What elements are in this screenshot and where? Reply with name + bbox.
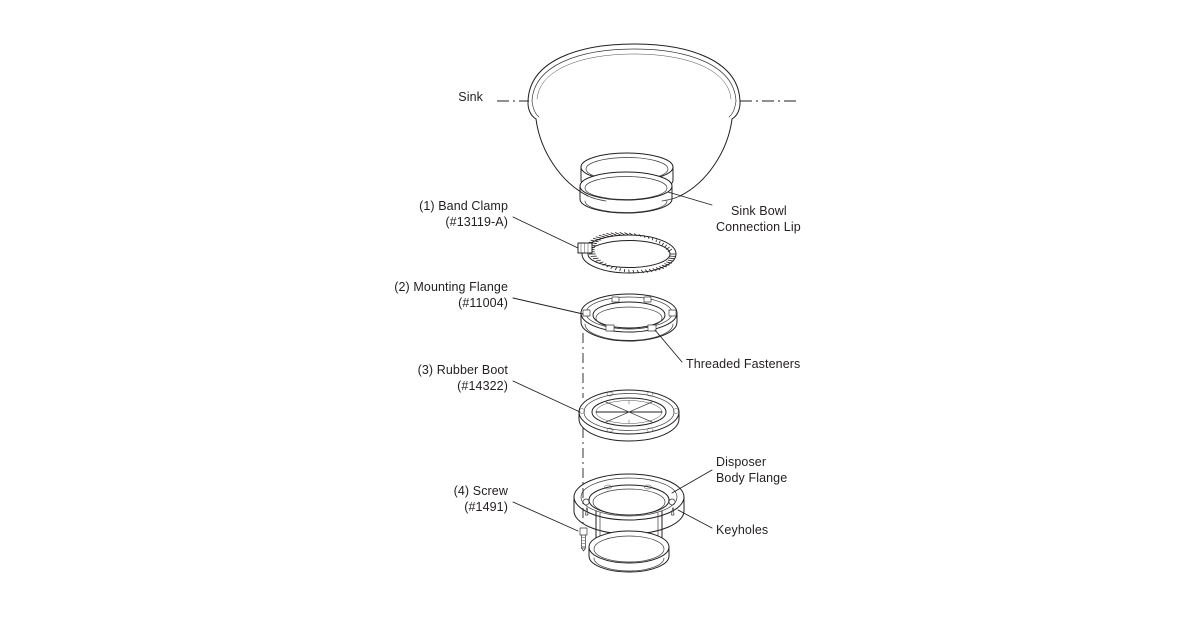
callout-mounting-flange-label: (2) Mounting Flange [394,280,508,294]
callout-sink-label: Sink [458,90,483,104]
callout-keyholes[interactable]: Keyholes [716,523,768,537]
callout-screw[interactable]: (4) Screw (#1491) [454,484,509,514]
callout-rubber-boot-label: (3) Rubber Boot [418,363,509,377]
band-clamp-buckle [577,242,593,254]
callout-sink-bowl-connection-lip-line1: Sink Bowl [731,204,787,218]
callout-band-clamp[interactable]: (1) Band Clamp (#13119-A) [419,199,508,229]
leader-mounting-flange [512,297,584,315]
screw-part [579,527,588,552]
callout-band-clamp-part-number: (#13119-A) [445,215,508,229]
threaded-fasteners-bosses [582,296,677,332]
callout-keyholes-line1: Keyholes [716,523,768,537]
callout-screw-part-number: (#1491) [464,500,508,514]
leader-lines [512,191,713,532]
callout-mounting-flange[interactable]: (2) Mounting Flange (#11004) [394,280,508,310]
sink-bowl-connection-lip-part [579,152,674,214]
band-clamp-ring [577,232,677,274]
keyhole-slots [582,498,676,516]
rubber-boot-rim-holes [579,391,679,433]
leader-keyholes [677,509,713,529]
mounting-flange-ring [580,293,678,342]
callout-screw-label: (4) Screw [454,484,509,498]
disposer-body-flange-part [573,473,685,573]
callout-disposer-body-flange-line1: Disposer [716,455,766,469]
leader-disposer-body-flange [671,469,713,494]
callout-mounting-flange-part-number: (#11004) [458,296,508,310]
leader-screw [512,501,579,532]
callout-disposer-body-flange[interactable]: Disposer Body Flange [716,455,787,485]
leader-threaded-fasteners [654,329,683,363]
sink-bowl [527,43,741,202]
callout-rubber-boot[interactable]: (3) Rubber Boot (#14322) [418,363,509,393]
rubber-boot-baffle-slits [595,400,663,424]
callout-sink-bowl-connection-lip-line2: Connection Lip [716,220,801,234]
band-clamp-teeth [587,232,676,274]
leader-rubber-boot [512,380,581,413]
callout-sink-bowl-connection-lip[interactable]: Sink Bowl Connection Lip [716,204,801,234]
callout-threaded-fasteners[interactable]: Threaded Fasteners [686,357,800,371]
callout-rubber-boot-part-number: (#14322) [457,379,508,393]
rubber-boot-ring [578,389,680,442]
leader-band-clamp [512,216,579,249]
callout-sink[interactable]: Sink [458,90,483,104]
callout-band-clamp-label: (1) Band Clamp [419,199,508,213]
callout-disposer-body-flange-line2b: Body Flange [716,471,787,485]
callout-threaded-fasteners-line1: Threaded Fasteners [686,357,800,371]
leader-sink-bowl-connection-lip [667,191,713,206]
